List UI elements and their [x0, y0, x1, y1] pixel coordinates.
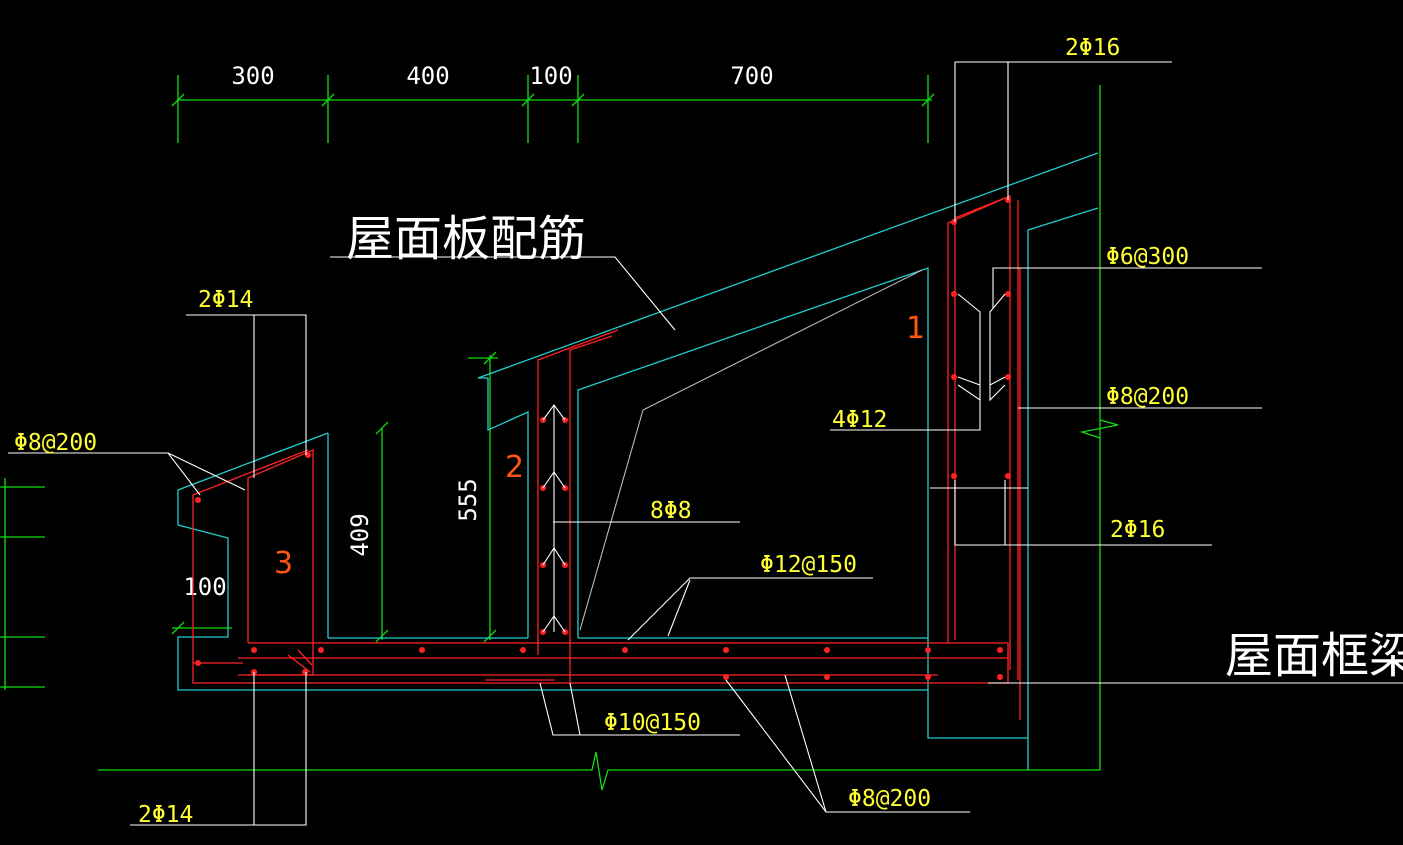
dim-555-line: [468, 351, 498, 643]
title-roof-slab-reinforcement: 屋面板配筋: [346, 211, 586, 267]
top-dimension-chain: [171, 75, 935, 143]
label-top-2phi16: 2Φ16: [1065, 35, 1120, 61]
label-phi10-150: Φ10@150: [604, 710, 701, 736]
marker-1: 1: [906, 311, 925, 346]
dim-400: 400: [406, 62, 449, 90]
label-phi8-200-right: Φ8@200: [1106, 384, 1189, 410]
marker-3: 3: [274, 546, 293, 581]
dim-100-left: 100: [183, 573, 226, 601]
label-8phi8: 8Φ8: [650, 498, 692, 524]
concrete-outline: [177, 152, 1099, 770]
label-left-2phi14-bottom: 2Φ14: [138, 802, 193, 828]
label-phi6-300: Φ6@300: [1106, 244, 1189, 270]
marker-2: 2: [505, 450, 524, 485]
dim-700: 700: [730, 62, 773, 90]
dim-409: 409: [346, 513, 374, 556]
title-roof-frame-beam: 屋面框梁: [1225, 628, 1403, 684]
right-break-mark: [1079, 419, 1119, 439]
dim-409-line: [375, 421, 389, 643]
label-phi12-150: Φ12@150: [760, 552, 857, 578]
dim-100-line: [171, 621, 232, 635]
dim-100: 100: [529, 62, 572, 90]
label-4phi12: 4Φ12: [832, 407, 887, 433]
bottom-break-line: [98, 85, 1101, 791]
dim-300: 300: [231, 62, 274, 90]
label-left-2phi14-top: 2Φ14: [198, 287, 253, 313]
leader-lines: [8, 61, 1403, 826]
rebar-lines: [192, 195, 1021, 720]
dim-555: 555: [454, 478, 482, 521]
left-dimension-ticks: [0, 478, 45, 690]
rebar-dots: [195, 197, 1011, 680]
label-left-phi8-200: Φ8@200: [14, 430, 97, 456]
label-right-2phi16: 2Φ16: [1110, 517, 1165, 543]
label-phi8-200-bottom: Φ8@200: [848, 786, 931, 812]
